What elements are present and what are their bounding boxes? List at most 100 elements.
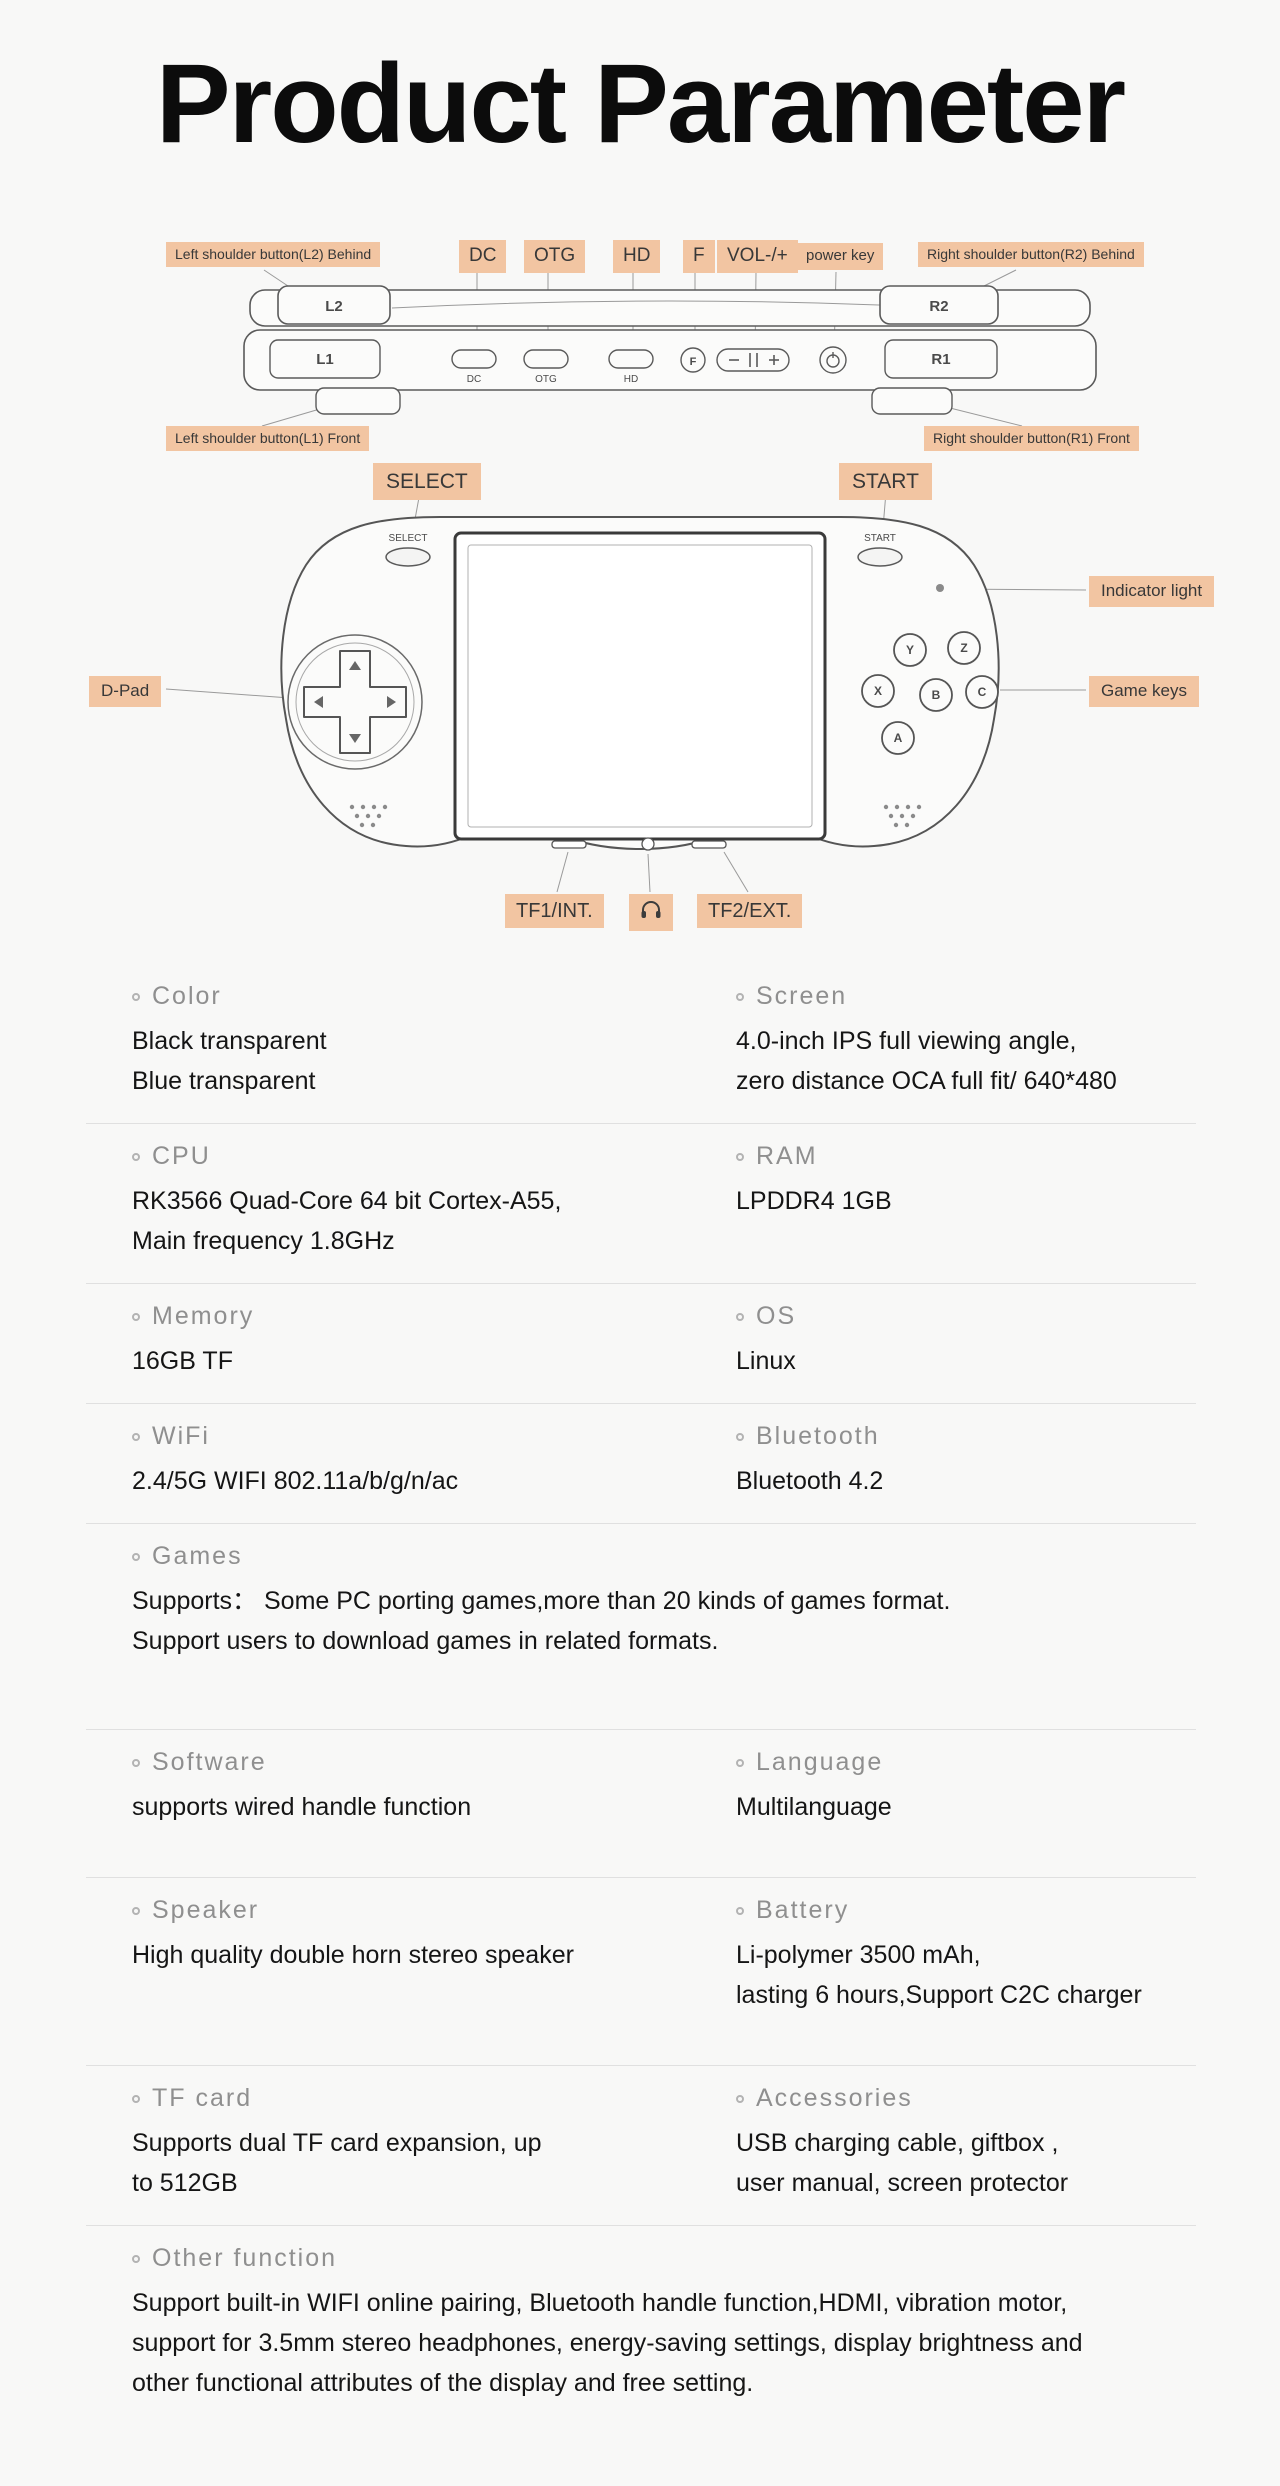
callout-start: START [839,463,932,501]
callout-game-keys: Game keys [1089,676,1199,707]
callout-r1-front: Right shoulder button(R1) Front [924,426,1139,452]
bullet-icon [132,1312,140,1321]
key-c-marking: C [978,685,987,699]
spec-label: Battery [756,1896,850,1924]
key-z-marking: Z [960,641,967,655]
headphone-icon [641,901,661,918]
otg-port [523,349,569,369]
spec-value-os: Linux [736,1347,796,1375]
key-a-marking: A [894,731,903,745]
key-z [947,631,981,665]
spec-value-screen: 4.0-inch IPS full viewing angle, zero di… [736,1027,1117,1095]
spec-row-software-language: Software supports wired handle function … [86,1729,1196,1877]
spec-header-os: OS [736,1302,1196,1331]
spec-row-cpu-ram: CPU RK3566 Quad-Core 64 bit Cortex-A55, … [86,1123,1196,1283]
spec-row-wifi-bluetooth: WiFi 2.4/5G WIFI 802.11a/b/g/n/ac Blueto… [86,1403,1196,1523]
spec-row-other-function: Other function Support built-in WIFI onl… [86,2225,1196,2425]
bullet-icon [132,2254,140,2263]
bullet-icon [736,1312,744,1321]
callout-r2-behind: Right shoulder button(R2) Behind [918,242,1144,268]
spec-label: Accessories [756,2084,913,2112]
bullet-icon [132,2094,140,2103]
spec-header-speaker: Speaker [132,1896,736,1925]
key-y [893,633,927,667]
callout-select: SELECT [373,463,481,501]
callout-headphone [629,894,673,931]
dc-port-marking: DC [467,374,481,385]
callout-dpad: D-Pad [89,676,162,707]
power-key [819,346,847,374]
spec-label: Software [152,1748,267,1776]
callout-tf2: TF2/EXT. [697,894,803,928]
spec-label: RAM [756,1142,818,1170]
spec-value-ram: LPDDR4 1GB [736,1187,892,1215]
console-front-view: SELECT START X Y Z C B [280,516,1000,851]
key-a [881,721,915,755]
key-x [861,674,895,708]
bullet-icon [132,1758,140,1767]
page-title: Product Parameter [155,41,1126,166]
callout-otg: OTG [524,240,586,273]
otg-port-marking: OTG [535,374,557,385]
callout-hd: HD [613,240,661,273]
spec-label: Color [152,982,222,1010]
bullet-icon [132,1906,140,1915]
spec-row-color-screen: Color Black transparent Blue transparent… [86,964,1196,1123]
f-button-marking: F [690,356,697,368]
key-y-marking: Y [906,643,914,657]
key-c [965,675,999,709]
spec-label: Other function [152,2244,338,2272]
l2-marking: L2 [325,298,343,315]
spec-value-software: supports wired handle function [132,1793,472,1821]
l1-front-tab [315,387,401,415]
callout-power-key: power key [797,243,884,270]
headphone-jack [641,837,655,851]
key-x-marking: X [874,684,882,698]
spec-value-language: Multilanguage [736,1793,892,1821]
r2-marking: R2 [929,298,948,315]
spec-header-ram: RAM [736,1142,1196,1171]
r1-marking: R1 [931,351,950,368]
spec-value-tf-card: Supports dual TF card expansion, up to 5… [132,2129,542,2197]
spec-header-cpu: CPU [132,1142,736,1171]
bullet-icon [736,2094,744,2103]
spec-label: OS [756,1302,797,1330]
spec-value-wifi: 2.4/5G WIFI 802.11a/b/g/n/ac [132,1467,459,1495]
callout-vol: VOL-/+ [717,240,798,273]
spec-label: Language [756,1748,884,1776]
spec-header-color: Color [132,982,736,1011]
spec-row-speaker-battery: Speaker High quality double horn stereo … [86,1877,1196,2065]
device-diagram: L2 R2 L1 R1 DC OTG HD F [0,230,1280,942]
spec-label: Screen [756,982,848,1010]
callout-f: F [683,240,715,273]
key-b-marking: B [932,688,941,702]
spec-header-bluetooth: Bluetooth [736,1422,1196,1451]
spec-value-cpu: RK3566 Quad-Core 64 bit Cortex-A55, Main… [132,1187,562,1255]
bullet-icon [736,1906,744,1915]
dpad [303,650,407,754]
bullet-icon [132,1552,140,1561]
spec-label: CPU [152,1142,211,1170]
tf1-slot [551,840,587,849]
spec-label: Memory [152,1302,255,1330]
hd-port-marking: HD [624,374,638,385]
spec-header-tf-card: TF card [132,2084,736,2113]
bullet-icon [132,1152,140,1161]
callout-l2-behind: Left shoulder button(L2) Behind [166,242,381,268]
spec-row-memory-os: Memory 16GB TF OS Linux [86,1283,1196,1403]
key-b [919,678,953,712]
spec-header-accessories: Accessories [736,2084,1196,2113]
console-top-view: L2 R2 L1 R1 DC OTG HD F [243,285,1097,415]
start-marking: START [864,533,896,544]
spec-header-screen: Screen [736,982,1196,1011]
spec-value-other-function: Support built-in WIFI online pairing, Bl… [132,2289,1083,2397]
dc-port [451,349,497,369]
spec-header-other-function: Other function [132,2244,1196,2273]
right-speaker [883,804,922,828]
l1-marking: L1 [316,351,334,368]
spec-header-software: Software [132,1748,736,1777]
bullet-icon [736,1152,744,1161]
spec-label: TF card [152,2084,253,2112]
spec-table: Color Black transparent Blue transparent… [86,964,1196,2425]
spec-header-battery: Battery [736,1896,1196,1925]
